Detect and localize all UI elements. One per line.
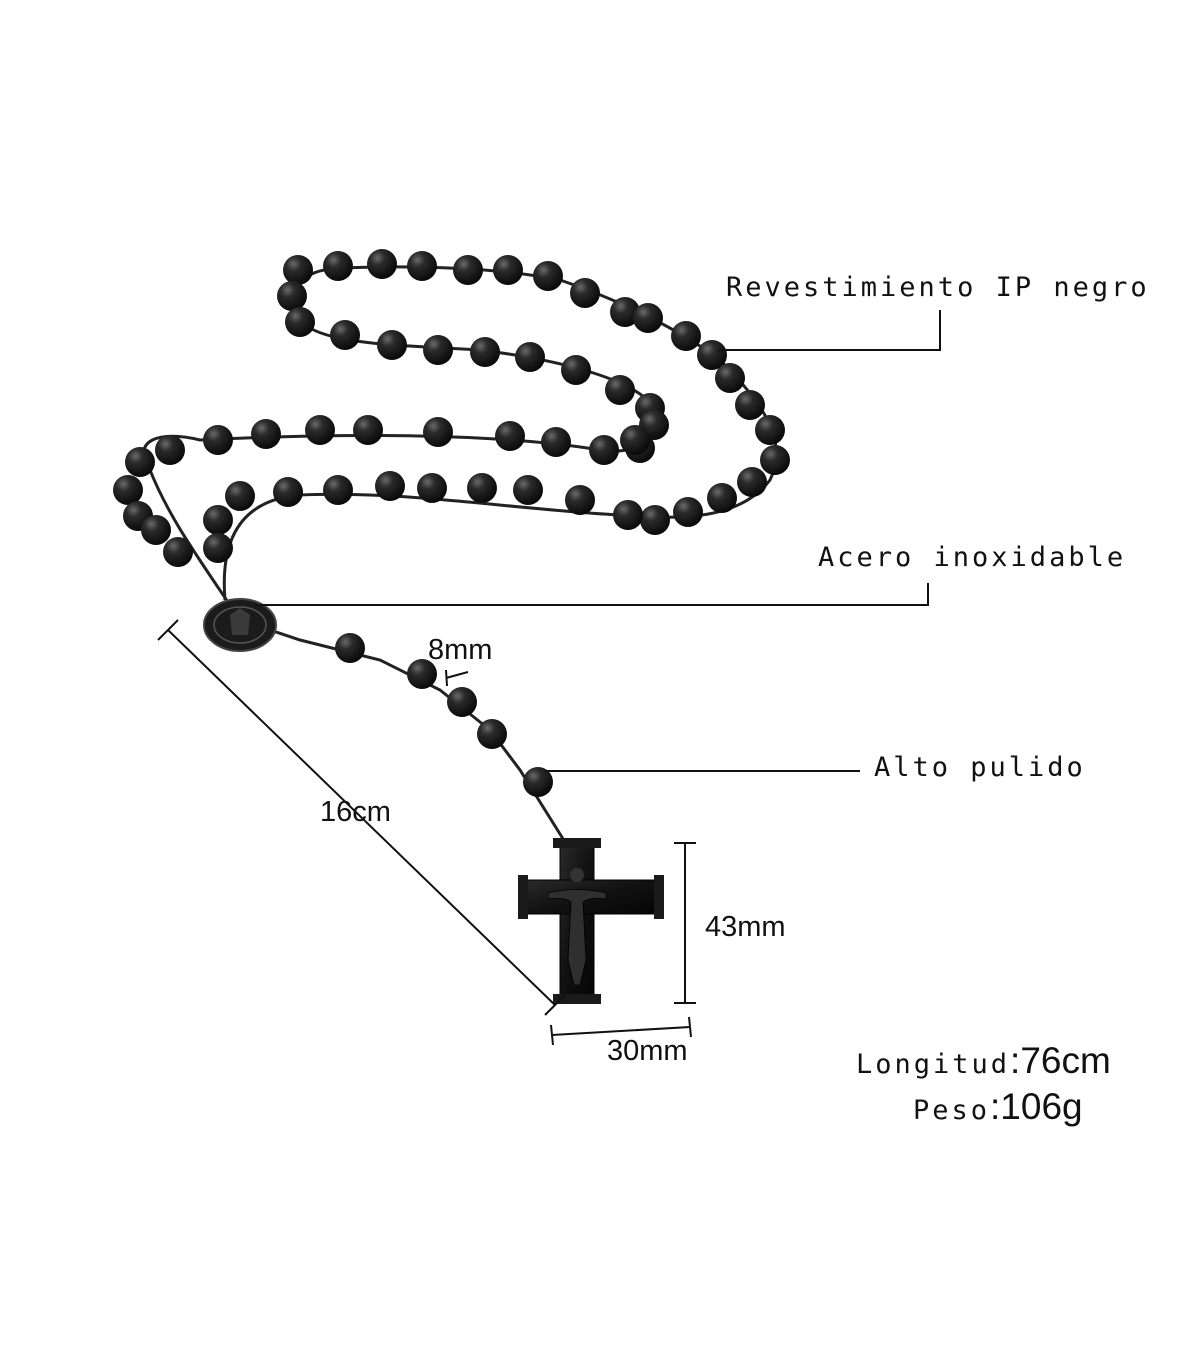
bead-size-dimension — [445, 669, 469, 687]
bead — [375, 471, 405, 501]
drop-length-dimension — [157, 619, 566, 1016]
coating-label: Revestimiento IP negro — [726, 272, 1150, 303]
bead — [513, 475, 543, 505]
callout-line-coating — [718, 310, 941, 351]
bead — [203, 533, 233, 563]
length-spec-label: Longitud — [856, 1049, 1011, 1080]
bead — [760, 445, 790, 475]
bead — [613, 500, 643, 530]
drop-length-label: 16cm — [320, 796, 391, 828]
bead — [407, 659, 437, 689]
bead — [353, 415, 383, 445]
rosary-beads — [113, 249, 790, 797]
bead — [565, 485, 595, 515]
bead — [323, 251, 353, 281]
bead — [283, 255, 313, 285]
bead — [141, 515, 171, 545]
finish-label: Alto pulido — [874, 752, 1086, 783]
bead — [515, 342, 545, 372]
crucifix-pendant — [518, 838, 664, 1004]
cross-height-dimension — [674, 842, 696, 1004]
bead — [605, 375, 635, 405]
bead — [285, 307, 315, 337]
length-spec-value: :76cm — [1010, 1040, 1111, 1081]
bead — [251, 419, 281, 449]
bead — [203, 505, 233, 535]
weight-spec-label: Peso — [913, 1095, 991, 1126]
bead — [447, 687, 477, 717]
bead — [533, 261, 563, 291]
bead — [323, 475, 353, 505]
bead — [493, 255, 523, 285]
bead-size-label: 8mm — [428, 634, 493, 666]
bead — [273, 477, 303, 507]
bead — [203, 425, 233, 455]
bead — [735, 390, 765, 420]
bead — [330, 320, 360, 350]
bead — [523, 767, 553, 797]
callout-line-material — [255, 583, 929, 606]
cross-height-label: 43mm — [705, 911, 786, 943]
bead — [113, 475, 143, 505]
bead — [671, 321, 701, 351]
bead — [495, 421, 525, 451]
bead — [305, 415, 335, 445]
cross-width-dimension — [550, 1016, 692, 1046]
bead — [423, 417, 453, 447]
center-medallion — [203, 598, 277, 652]
bead — [125, 447, 155, 477]
length-spec: Longitud:76cm — [856, 1040, 1111, 1082]
bead — [335, 633, 365, 663]
bead — [423, 335, 453, 365]
bead — [610, 297, 640, 327]
bead — [453, 255, 483, 285]
bead — [755, 415, 785, 445]
bead — [155, 435, 185, 465]
weight-spec: Peso:106g — [913, 1086, 1083, 1128]
material-label: Acero inoxidable — [818, 542, 1127, 573]
bead — [697, 340, 727, 370]
bead — [477, 719, 507, 749]
bead — [467, 473, 497, 503]
bead — [620, 425, 650, 455]
bead — [715, 363, 745, 393]
measurement-lines — [157, 619, 696, 1046]
bead — [633, 303, 663, 333]
cross-width-label: 30mm — [607, 1035, 688, 1067]
rosary-chain — [142, 265, 778, 851]
bead — [225, 481, 255, 511]
callout-lines — [255, 310, 941, 772]
bead — [367, 249, 397, 279]
bead — [707, 483, 737, 513]
bead — [570, 278, 600, 308]
bead — [561, 355, 591, 385]
weight-spec-value: :106g — [990, 1086, 1083, 1127]
bead — [737, 467, 767, 497]
bead — [417, 473, 447, 503]
bead — [640, 505, 670, 535]
bead — [407, 251, 437, 281]
bead — [277, 281, 307, 311]
bead — [470, 337, 500, 367]
bead — [377, 330, 407, 360]
bead — [541, 427, 571, 457]
bead — [163, 537, 193, 567]
bead — [589, 435, 619, 465]
bead — [673, 497, 703, 527]
